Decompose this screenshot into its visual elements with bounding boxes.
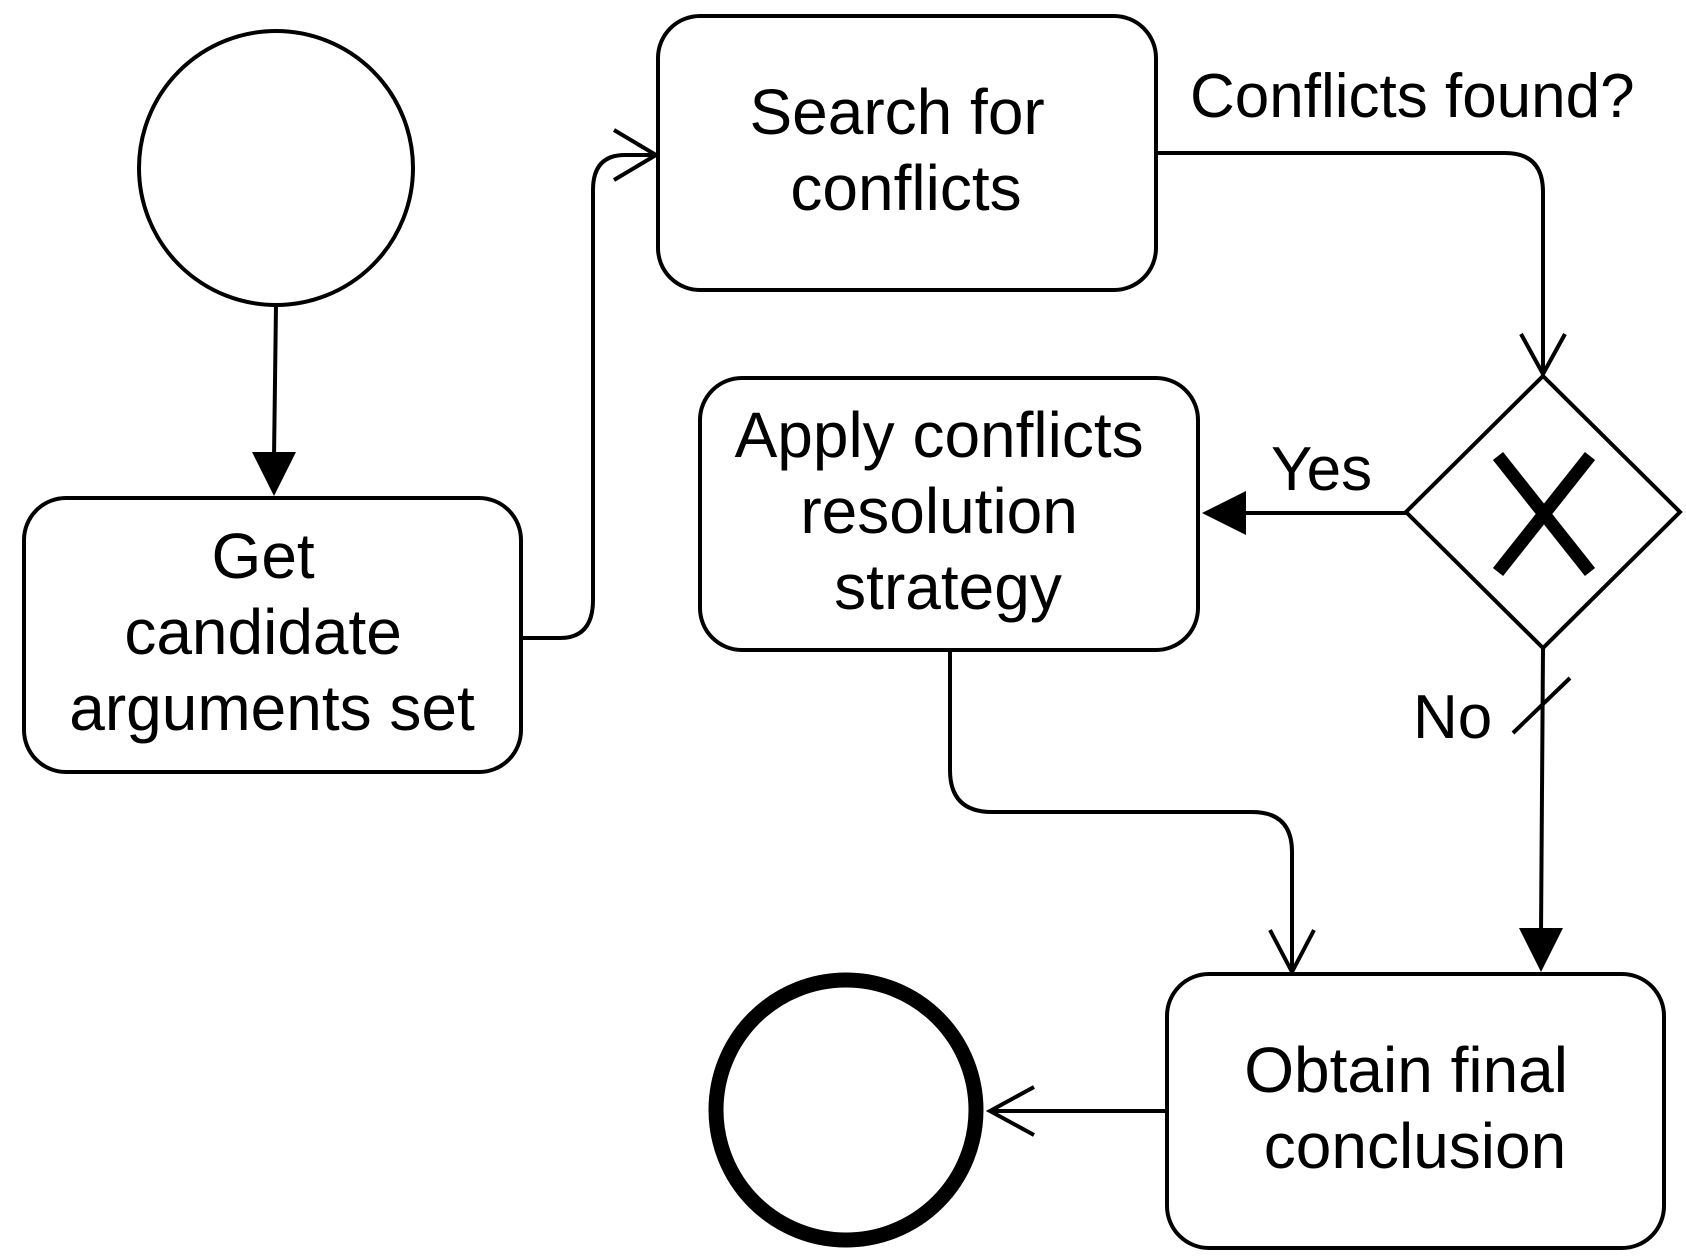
task-search-for-conflicts[interactable]: Search for conflicts [656,14,1158,292]
edge-search-to-gateway [1156,151,1567,379]
task-label-line: conflicts [790,152,1021,224]
task-label-line: strategy [834,551,1062,623]
task-label-line: conclusion [1264,1110,1566,1182]
edge-label-yes: Yes [1271,435,1372,504]
task-obtain-final-conclusion[interactable]: Obtain final conclusion [1165,972,1666,1250]
task-label-line: Get [212,520,315,592]
edge-gateway-to-obtain-no [1511,647,1572,972]
svg-text:Apply conflicts resoluti: Apply conflicts resolution strategy [735,399,1162,623]
edge-gateway-to-apply-yes [1202,491,1406,535]
edge-apply-to-obtain [948,650,1316,977]
svg-text:Obtain final conclusion: Obtain final conclusion [1244,1034,1586,1182]
task-apply-resolution-strategy[interactable]: Apply conflicts resolution strategy [698,376,1200,652]
edge-obtain-to-end [985,1085,1167,1137]
svg-text:Search for conflicts: Search for conflicts [749,76,1062,224]
task-label-line: arguments set [69,672,475,744]
task-get-candidate-arguments[interactable]: Get candidate arguments set [22,496,523,774]
default-flow-marker [1511,676,1572,735]
task-label-line: resolution [800,475,1078,547]
edge-start-to-get-candidates [252,304,296,496]
task-label-line: candidate [124,596,402,668]
edge-get-candidates-to-search [521,128,660,640]
task-label-line: Search for [749,76,1044,148]
svg-text:Get candidate argu: Get candidate arguments set [69,520,475,744]
task-label-line: Obtain final [1244,1034,1568,1106]
task-label-line: Apply conflicts [735,399,1144,471]
edge-label-no: No [1413,683,1492,752]
edge-label-conflicts-found: Conflicts found? [1190,62,1635,131]
exclusive-gateway[interactable] [1403,373,1683,651]
x-icon [1492,451,1596,577]
end-event[interactable] [708,972,984,1248]
start-event[interactable] [137,29,415,307]
